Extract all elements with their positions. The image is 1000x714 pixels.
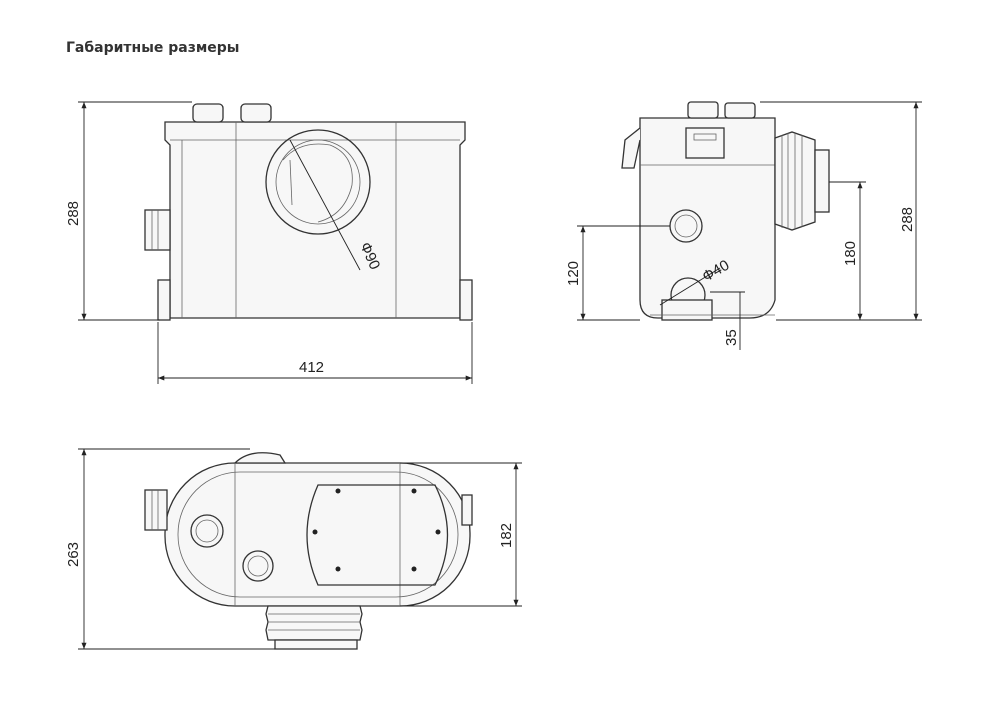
top-view: 263 182: [65, 448, 522, 650]
page-title: Габаритные размеры: [66, 40, 240, 56]
side-view: Ф40 120 35 180 288: [565, 101, 922, 350]
front-height-label: 288: [65, 201, 82, 226]
top-depth-label: 263: [65, 542, 82, 567]
front-view: Ф90 288 412: [65, 101, 473, 384]
inlet-diameter-leader: [289, 139, 361, 271]
front-width-label: 412: [299, 359, 324, 376]
top-body-depth-label: 182: [498, 523, 515, 548]
side-inlet-height-label: 120: [565, 261, 582, 286]
side-outlet-height-label: 180: [842, 241, 859, 266]
side-height-label: 288: [899, 207, 916, 232]
side-bottom-offset-label: 35: [723, 329, 740, 346]
